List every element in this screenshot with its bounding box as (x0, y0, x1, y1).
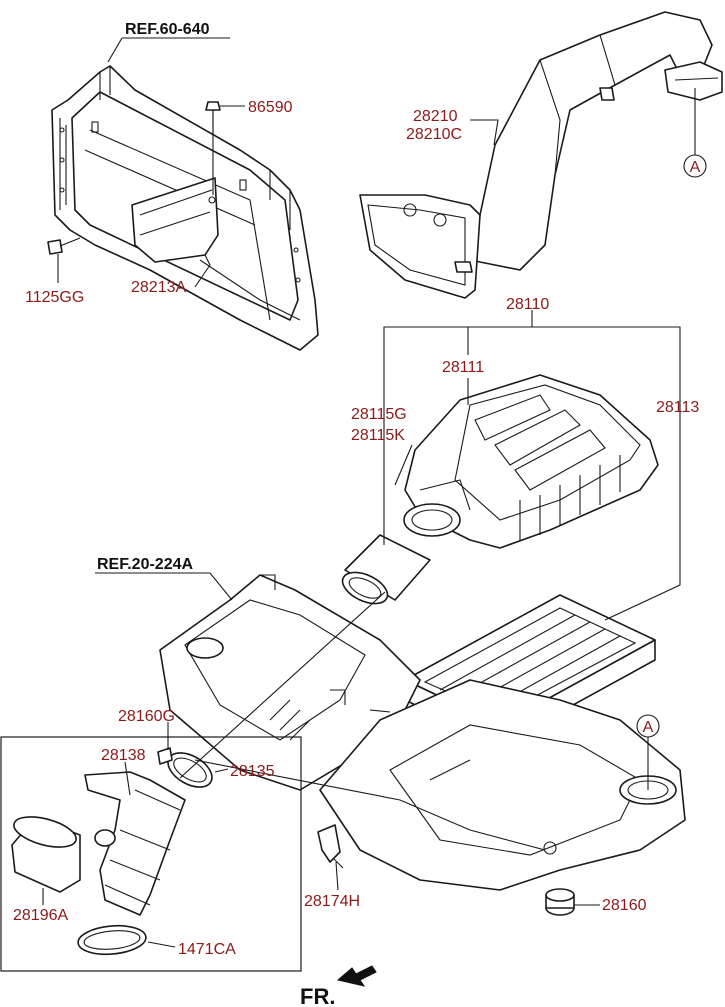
cleaner-cover-28111 (403, 374, 659, 549)
ref-20-224a-label: REF.20-224A (97, 556, 193, 573)
label-1125gg: 1125GG (25, 289, 84, 306)
label-1471ca: 1471CA (178, 941, 236, 958)
label-86590: 86590 (248, 99, 293, 116)
clip-28174h (317, 824, 344, 869)
inset-box (0, 736, 302, 972)
sensor-28160g (157, 747, 173, 765)
marker-a-top-circle (683, 154, 707, 178)
lower-cleaner-case-28110 (319, 679, 686, 891)
marker-a-top: A (690, 159, 701, 176)
label-28138: 28138 (101, 747, 146, 764)
label-28110: 28110 (506, 296, 549, 313)
ref-60-640-label: REF.60-640 (125, 21, 210, 38)
label-28111: 28111 (442, 359, 484, 376)
grommet-28160 (545, 888, 575, 916)
label-28210: 28210 (413, 108, 458, 125)
label-28115k: 28115K (351, 427, 405, 444)
marker-a-bottom: A (643, 719, 654, 736)
intake-duct-28210 (359, 11, 723, 299)
engine-intake-manifold (159, 574, 421, 791)
leader-lines (42, 37, 696, 948)
label-28113: 28113 (656, 399, 699, 416)
bolt-1125gg (47, 237, 81, 255)
label-28115g: 28115G (351, 406, 407, 423)
hose-28138 (84, 771, 186, 916)
label-28160g: 28160G (118, 708, 175, 725)
filter-28196a (11, 816, 81, 893)
label-28174h: 28174H (304, 893, 360, 910)
label-28196a: 28196A (13, 907, 68, 924)
marker-a-bottom-circle (636, 714, 660, 738)
label-28210c: 28210C (406, 126, 462, 143)
front-arrow-icon (336, 965, 377, 987)
clamp-1471ca (77, 924, 147, 956)
label-28135: 28135 (230, 763, 275, 780)
front-direction-label: FR. (300, 984, 335, 1007)
hose-28115g (341, 534, 431, 605)
label-28213a: 28213A (131, 279, 186, 296)
label-28160: 28160 (602, 897, 647, 914)
